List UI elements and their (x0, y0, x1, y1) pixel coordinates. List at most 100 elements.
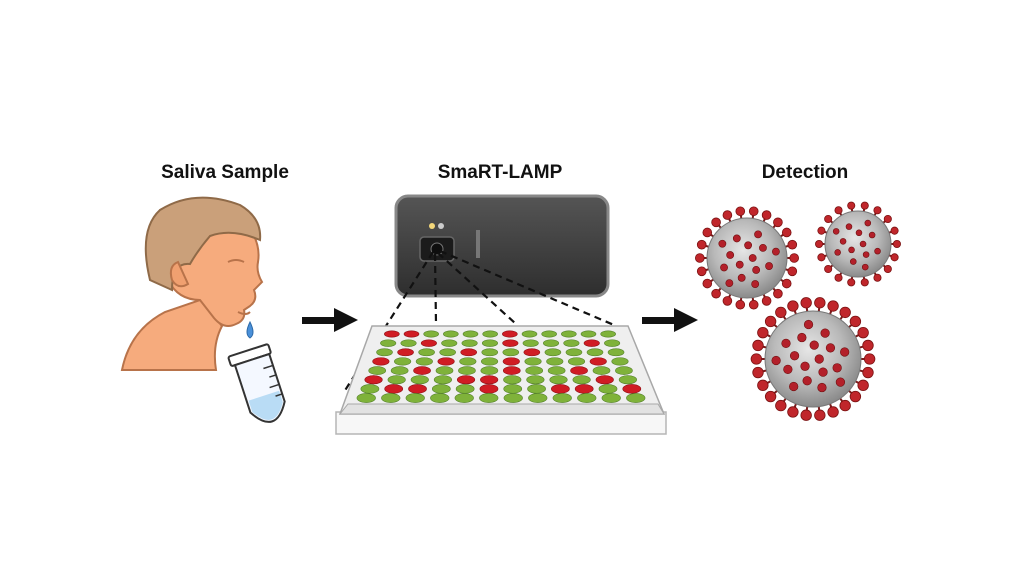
well-negative (380, 339, 397, 347)
well-positive (384, 384, 404, 394)
well-positive (456, 375, 476, 385)
well-negative (462, 330, 479, 338)
well-negative (565, 348, 583, 357)
well-positive (437, 357, 455, 366)
well-negative (615, 366, 633, 375)
well-negative (586, 348, 604, 357)
well-negative (415, 357, 433, 366)
well-negative (461, 339, 478, 347)
well-negative (544, 348, 562, 357)
well-positive (397, 348, 414, 357)
well-negative (394, 357, 412, 366)
well-negative (502, 348, 520, 357)
well-negative (580, 330, 597, 338)
well-negative (387, 375, 406, 385)
well-negative (503, 393, 523, 403)
well-positive (413, 366, 431, 375)
well-negative (431, 384, 451, 394)
well-positive (480, 375, 499, 385)
arrow-right-icon (302, 308, 358, 332)
well-positive (420, 339, 437, 347)
well-positive (502, 330, 518, 338)
well-plate-icon (335, 325, 667, 435)
well-positive (589, 357, 607, 366)
well-positive (403, 330, 420, 338)
coronavirus-group (694, 201, 901, 421)
coronavirus-icon (694, 206, 799, 310)
well-negative (524, 357, 542, 366)
saliva-droplet-icon (246, 320, 254, 339)
well-negative (433, 375, 453, 385)
well-positive (595, 375, 614, 385)
well-grid (356, 330, 646, 403)
well-negative (601, 393, 621, 403)
well-positive (479, 384, 499, 394)
coronavirus-icon (815, 201, 901, 287)
person-spitting-icon (120, 196, 264, 371)
well-negative (381, 393, 401, 403)
sample-tube-icon (227, 343, 286, 423)
well-negative (479, 393, 499, 403)
coronavirus-icon (750, 297, 876, 421)
well-negative (480, 366, 499, 375)
well-negative (503, 375, 522, 385)
well-negative (400, 339, 417, 347)
well-negative (604, 339, 621, 347)
well-negative (546, 357, 564, 366)
well-positive (583, 339, 600, 347)
stage-label-smart-lamp: SmaRT-LAMP (437, 162, 563, 183)
well-negative (481, 339, 499, 347)
well-negative (592, 366, 611, 375)
well-negative (611, 357, 629, 366)
well-negative (572, 375, 591, 385)
well-positive (502, 366, 521, 375)
well-negative (525, 366, 544, 375)
well-negative (360, 384, 380, 394)
well-negative (547, 366, 566, 375)
well-positive (570, 366, 588, 375)
well-positive (574, 384, 594, 394)
well-positive (523, 348, 541, 357)
well-positive (502, 339, 519, 347)
well-negative (607, 348, 625, 357)
stage-label-detection: Detection (761, 162, 849, 183)
well-negative (527, 384, 546, 394)
well-positive (364, 375, 383, 385)
well-negative (561, 330, 577, 338)
well-negative (430, 393, 450, 403)
well-negative (458, 366, 476, 375)
well-negative (626, 393, 646, 403)
well-negative (443, 330, 459, 338)
well-negative (368, 366, 387, 375)
well-negative (390, 366, 409, 375)
well-negative (454, 393, 474, 403)
well-positive (372, 357, 390, 366)
arrow-right-icon (642, 308, 698, 332)
well-negative (567, 357, 586, 366)
well-negative (542, 339, 560, 347)
well-negative (418, 348, 435, 357)
well-negative (459, 357, 477, 366)
well-negative (549, 375, 568, 385)
well-negative (503, 384, 523, 394)
well-negative (356, 393, 376, 403)
well-positive (460, 348, 478, 357)
well-negative (455, 384, 475, 394)
well-negative (526, 375, 545, 385)
well-negative (528, 393, 548, 403)
well-positive (551, 384, 570, 394)
well-negative (410, 375, 429, 385)
smartphone-icon (394, 194, 610, 298)
well-positive (384, 330, 400, 338)
well-negative (563, 339, 580, 347)
well-negative (618, 375, 637, 385)
well-negative (522, 339, 539, 347)
well-positive (622, 384, 642, 394)
well-negative (577, 393, 597, 403)
well-negative (405, 393, 425, 403)
well-negative (376, 348, 393, 357)
stage-label-saliva-sample: Saliva Sample (161, 162, 289, 183)
well-positive (408, 384, 427, 394)
well-negative (521, 330, 538, 338)
well-negative (481, 348, 499, 357)
